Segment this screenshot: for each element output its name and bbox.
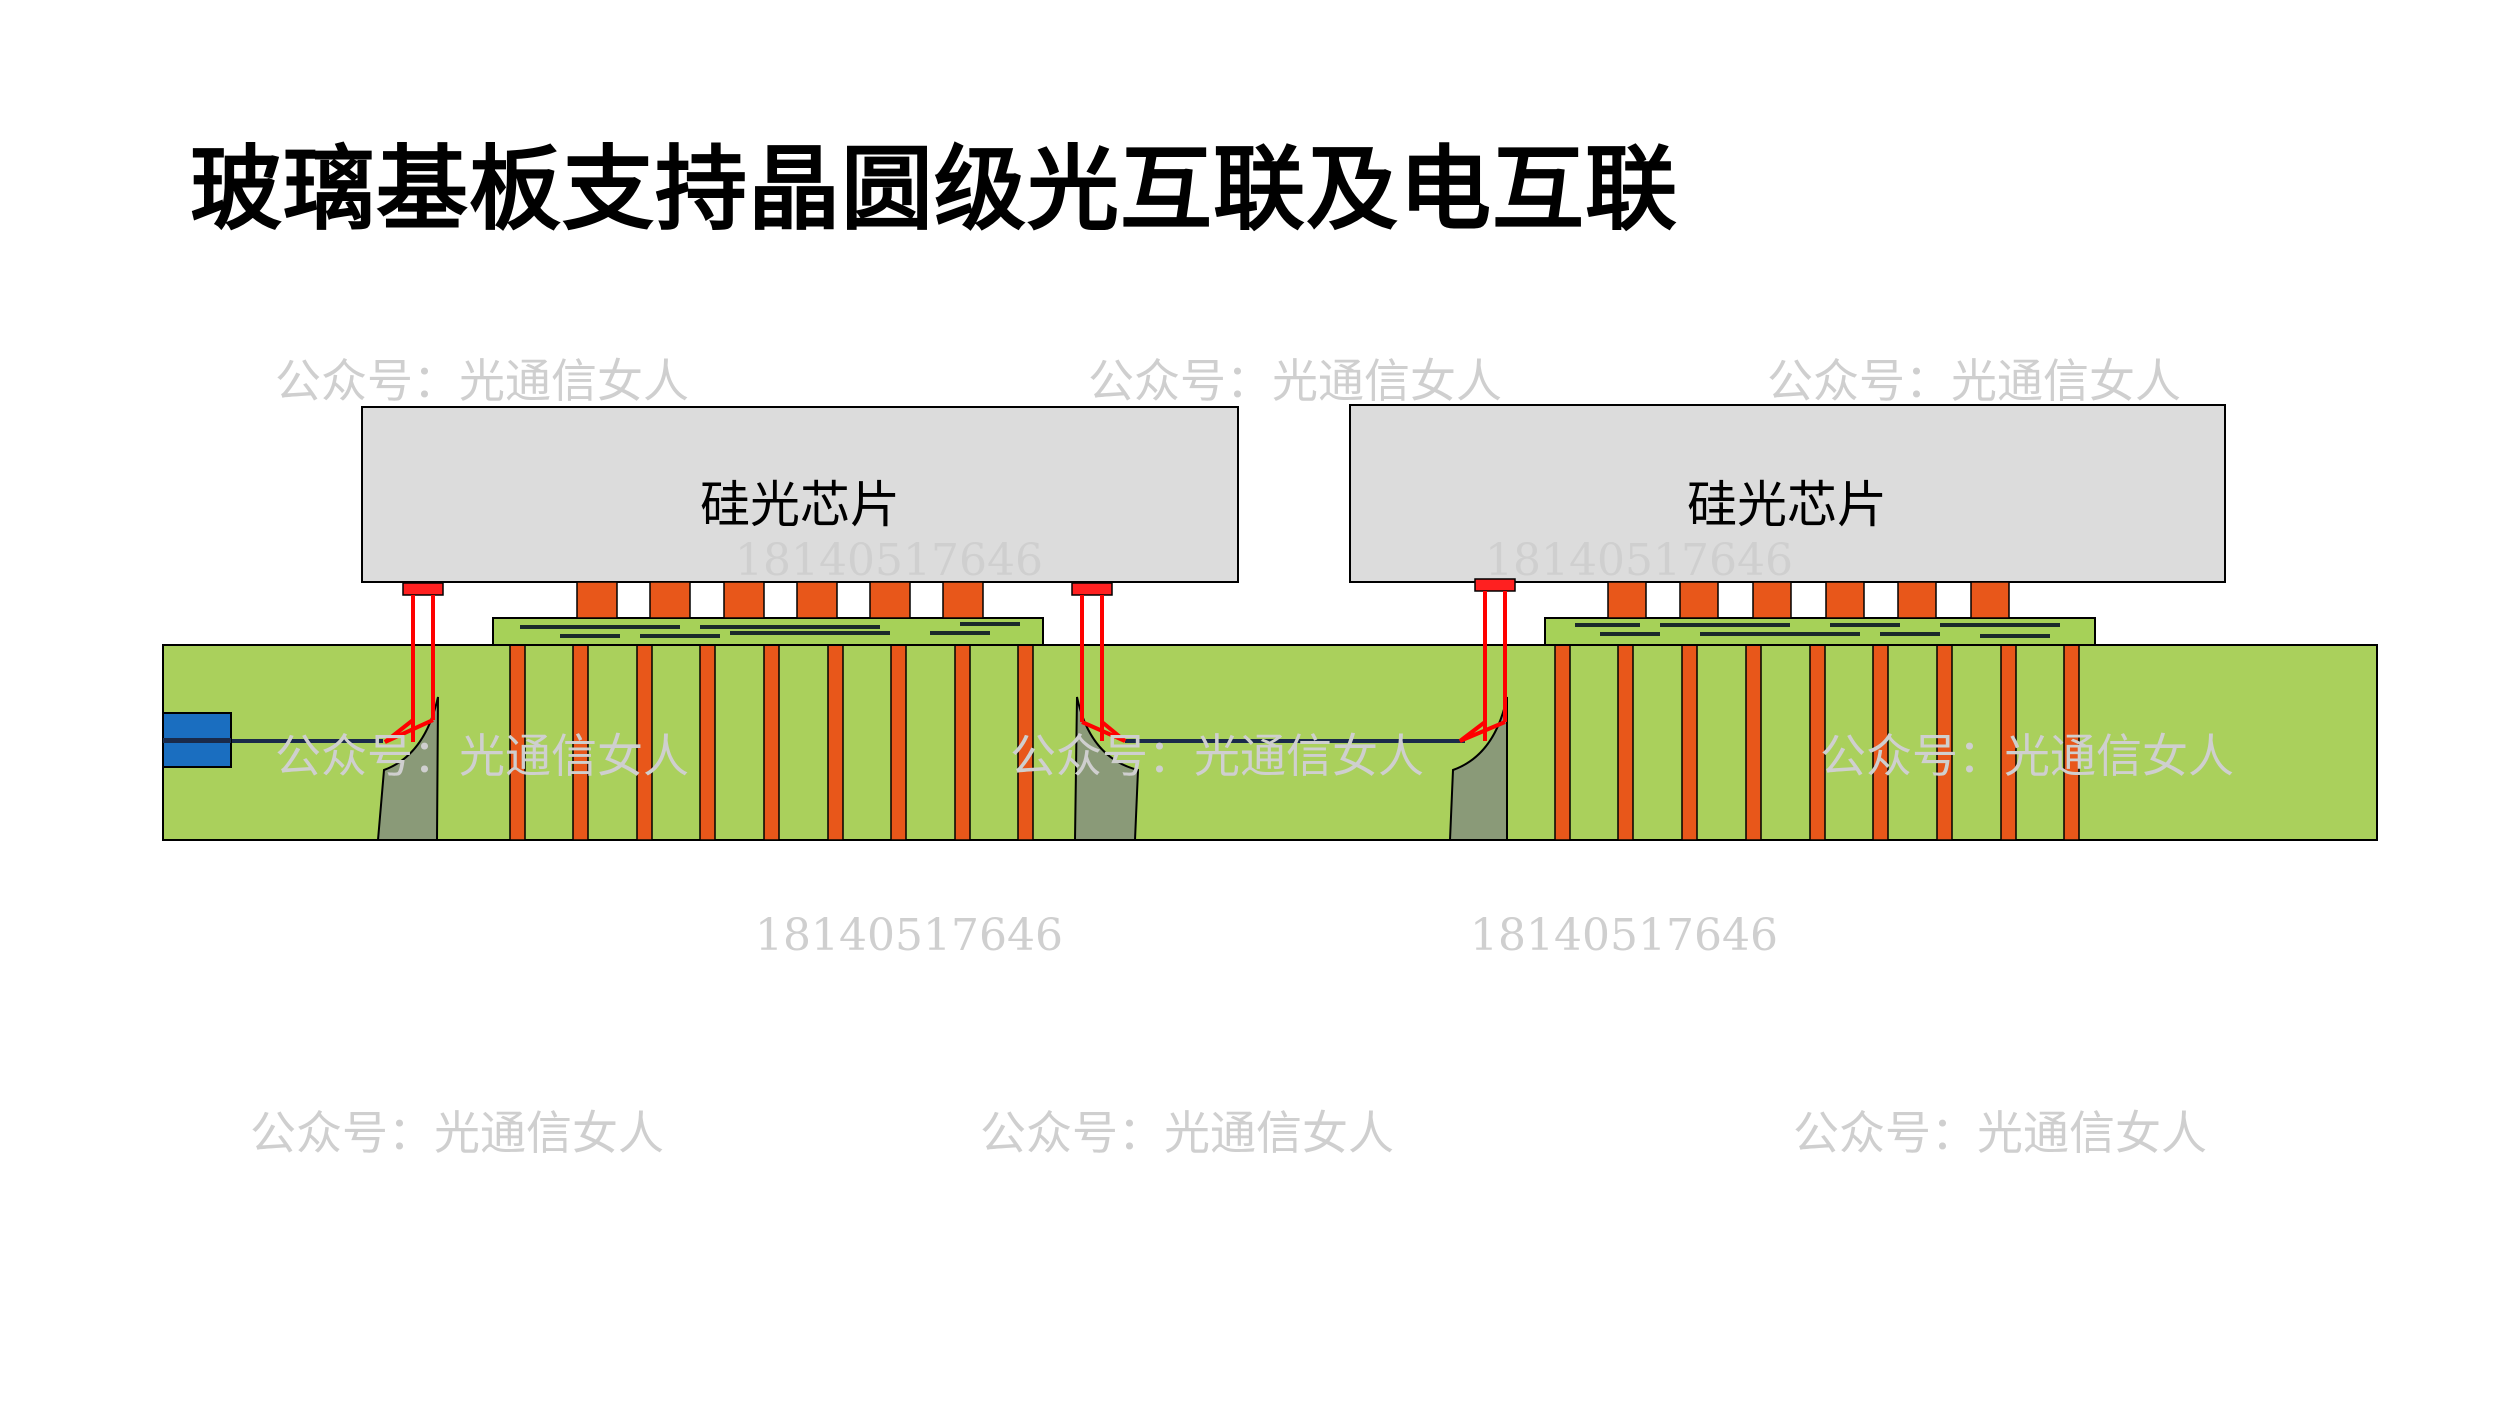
chip-label-left: 硅光芯片: [700, 476, 900, 534]
watermark-phone: 18140517646: [755, 910, 1063, 961]
solder-bumps-right: [1607, 581, 2010, 619]
page-title: 玻璃基板支持晶圆级光互联及电互联: [190, 136, 1679, 243]
mirror-left: [376, 696, 439, 841]
through-glass-vias-right: [1554, 644, 2080, 841]
watermark: 公众号：光通信女人: [1767, 354, 2181, 408]
watermark: 公众号：光通信女人: [1820, 729, 2234, 783]
optical-coupler-pads: [402, 578, 1516, 596]
silicon-photonic-chip-left: [361, 406, 1239, 583]
waveguide-middle: [1125, 739, 1465, 743]
watermark: 公众号：光通信女人: [1793, 1106, 2207, 1160]
through-glass-vias-left: [509, 644, 1034, 841]
watermark: 公众号：光通信女人: [250, 1106, 664, 1160]
fiber-core: [163, 738, 231, 743]
rdl-layer-right: [1544, 617, 2096, 646]
silicon-photonic-chip-right: [1349, 404, 2226, 583]
watermark: 公众号：光通信女人: [980, 1106, 1394, 1160]
mirror-middle-left: [1073, 696, 1140, 841]
rdl-layer-left: [492, 617, 1044, 646]
chip-label-right: 硅光芯片: [1687, 476, 1887, 534]
watermark: 公众号：光通信女人: [1010, 729, 1424, 783]
watermark-phone: 18140517646: [735, 535, 1043, 586]
watermark: 公众号：光通信女人: [275, 729, 689, 783]
waveguide-left: [163, 739, 383, 743]
watermark: 公众号：光通信女人: [1088, 354, 1502, 408]
solder-bumps-left: [576, 581, 984, 619]
watermark: 公众号：光通信女人: [275, 354, 689, 408]
optical-light-paths: [383, 591, 1507, 744]
watermark-phone: 18140517646: [1485, 535, 1793, 586]
watermark-phone: 18140517646: [1470, 910, 1778, 961]
